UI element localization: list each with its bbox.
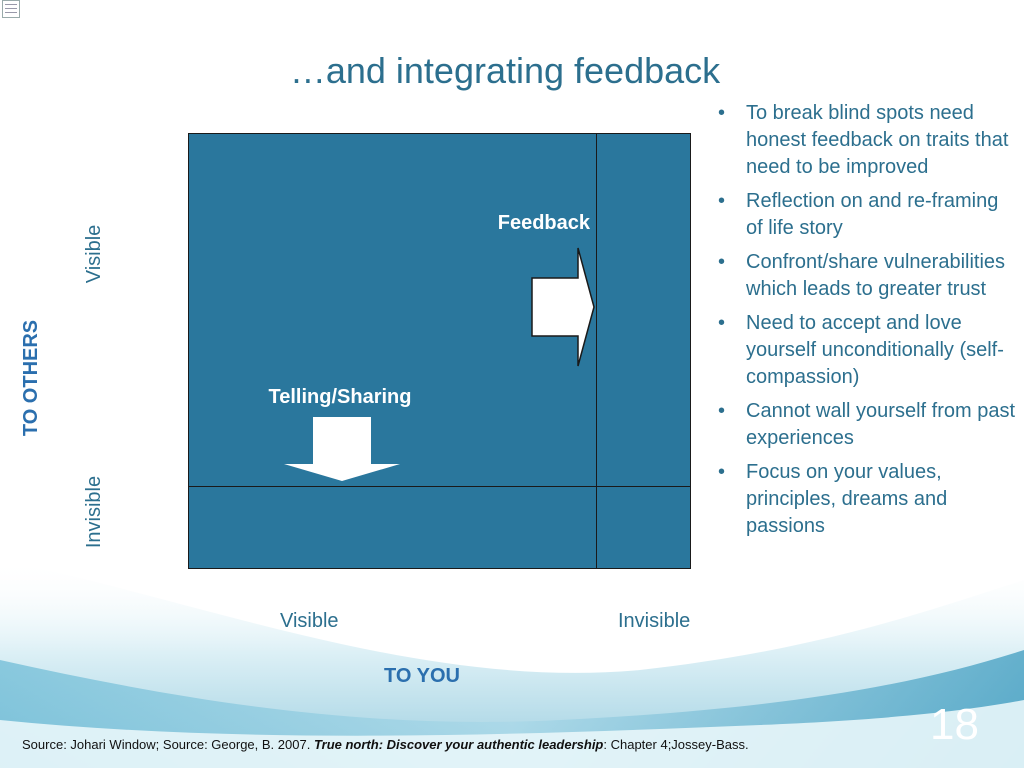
quadrant-hidden <box>189 487 596 570</box>
bullet-dot-icon: • <box>718 102 726 124</box>
feedback-label: Feedback <box>497 212 590 234</box>
bullet-item: •Confront/share vulnerabilities which le… <box>718 251 1006 300</box>
bullet-item: •To break blind spots need honest feedba… <box>718 102 1009 178</box>
bullet-item: •Need to accept and love yourself uncond… <box>718 312 1004 388</box>
slide-title: …and integrating feedback <box>289 50 721 91</box>
telling-sharing-label: Telling/Sharing <box>268 386 412 408</box>
bullet-dot-icon: • <box>718 251 726 273</box>
grid-vertical-divider <box>596 134 597 568</box>
bullet-item: •Focus on your values, principles, dream… <box>718 461 948 537</box>
source-citation: Source: Johari Window; Source: George, B… <box>22 737 749 752</box>
page-number: 18 <box>930 700 979 749</box>
bullet-item: •Cannot wall yourself from past experien… <box>718 400 1016 449</box>
bullet-dot-icon: • <box>718 190 726 212</box>
quadrant-unknown <box>597 487 692 570</box>
to-you-axis-label: TO YOU <box>384 665 460 687</box>
column-label-visible: Visible <box>280 610 339 632</box>
bullet-list: •To break blind spots need honest feedba… <box>716 100 1020 547</box>
quadrant-blind <box>597 134 692 486</box>
column-label-invisible: Invisible <box>618 610 691 632</box>
johari-window-grid <box>188 133 691 569</box>
to-others-axis-label: TO OTHERS <box>20 319 42 437</box>
slide-thumbnail-icon <box>2 0 20 18</box>
bullet-dot-icon: • <box>718 312 726 334</box>
row-label-invisible: Invisible <box>83 475 105 549</box>
right-arrow-icon <box>531 247 595 367</box>
source-book-title: True north: Discover your authentic lead… <box>313 737 604 752</box>
row-label-visible: Visible <box>83 224 105 284</box>
grid-horizontal-divider <box>189 486 690 487</box>
bullet-item: •Reflection on and re-framing of life st… <box>718 190 999 239</box>
down-arrow-icon <box>284 417 400 481</box>
bullet-dot-icon: • <box>718 400 726 422</box>
bullet-dot-icon: • <box>718 461 726 483</box>
